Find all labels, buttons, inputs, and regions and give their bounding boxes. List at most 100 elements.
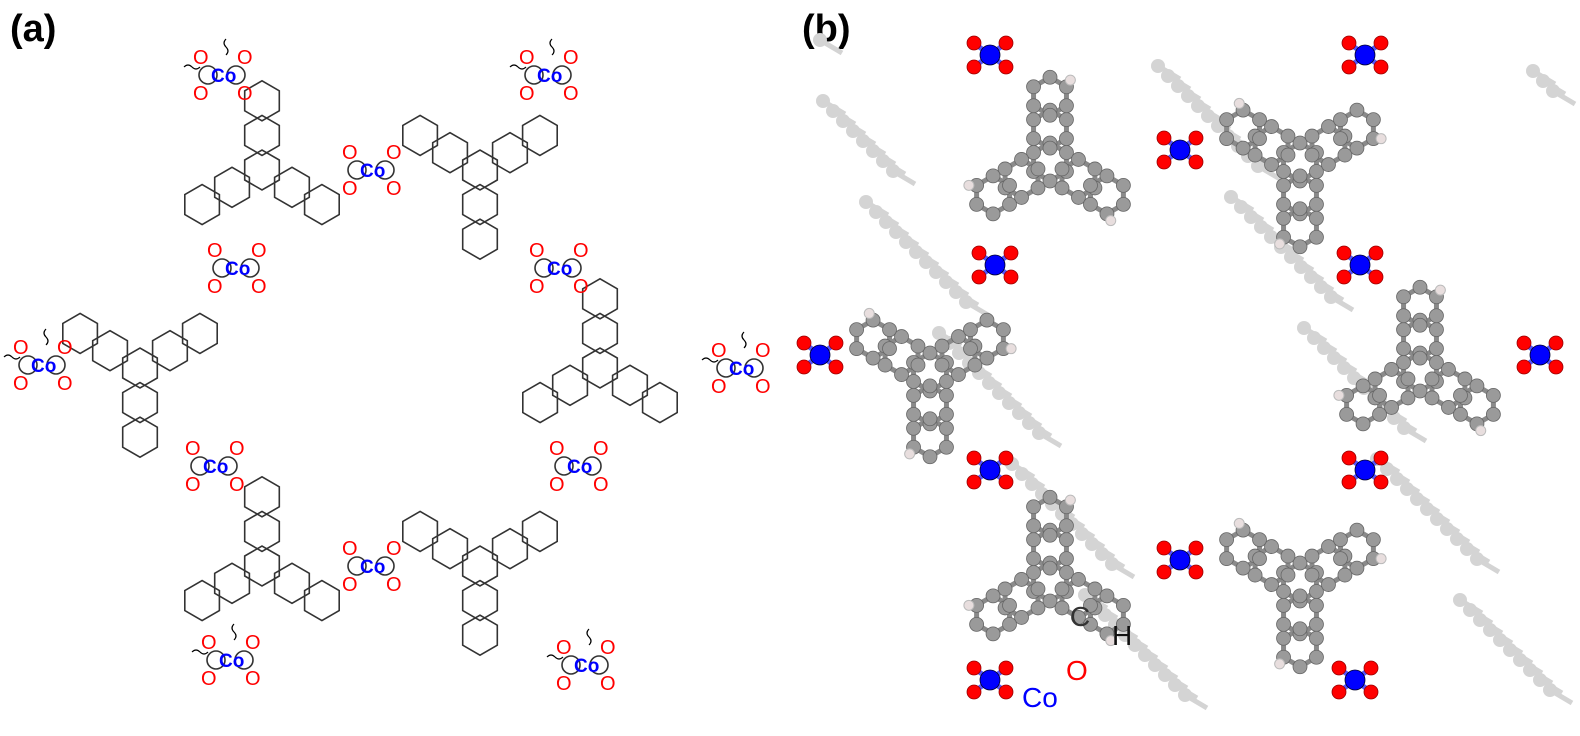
carbon-atom [1349, 140, 1365, 156]
carbon-atom [967, 357, 983, 373]
hydrogen-atom [1064, 74, 1076, 86]
benzene-ring [581, 312, 619, 355]
chelate-ring [212, 258, 232, 278]
carbon-atom [1309, 649, 1324, 665]
benzene-ring [61, 312, 99, 355]
carbon-atom [1002, 616, 1017, 632]
cobalt-atom [979, 669, 1001, 691]
carbon-atom [1059, 112, 1074, 128]
carbon-atom [1441, 362, 1456, 377]
carbon-atom [1042, 107, 1058, 123]
carbon-atom [1042, 140, 1058, 156]
background-bond [1541, 78, 1567, 97]
cobalt-atom-label: Co [567, 457, 592, 478]
background-bond [1153, 662, 1179, 681]
background-bond [874, 209, 900, 228]
background-bond [1010, 461, 1036, 480]
cobalt-atom [984, 254, 1006, 276]
oxygen-atom [966, 450, 982, 466]
oxygen-atom-label: O [519, 47, 535, 69]
carbon-atom [939, 420, 954, 436]
background-bond [1488, 627, 1514, 646]
carbon-atom [849, 322, 865, 338]
background-bond [1037, 430, 1063, 449]
background-bond [1405, 486, 1431, 505]
background-bond [894, 229, 920, 248]
carbon-atom [1355, 416, 1371, 432]
background-bond [1176, 83, 1202, 102]
background-bond [934, 269, 960, 288]
wavy-bond [43, 328, 49, 346]
background-bond [1518, 657, 1544, 676]
carbon-atom [1453, 406, 1468, 422]
carbon-atom [1059, 131, 1074, 147]
carbon-atom [1337, 147, 1353, 163]
carbon-atom [1083, 616, 1098, 632]
carbon-atom [1219, 551, 1235, 567]
background-bond [924, 259, 950, 278]
carbon-atom [939, 387, 954, 403]
carbon-atom [1276, 597, 1291, 613]
carbon-atom [939, 406, 954, 422]
carbon-atom [1083, 597, 1098, 613]
oxygen-atom [1373, 474, 1389, 490]
hydrogen-atom [904, 448, 916, 460]
benzene-ring [461, 545, 499, 587]
carbon-atom [1026, 112, 1041, 128]
oxygen-atom-label: O [237, 47, 253, 69]
cobalt-atom [1529, 344, 1551, 366]
carbon-atom [1349, 560, 1365, 576]
atom-layer [796, 35, 1564, 700]
carbon-atom [1276, 616, 1291, 632]
background-bond [1435, 516, 1461, 535]
carbon-atom [1400, 371, 1416, 387]
background-bond [1196, 103, 1222, 122]
triphenylene-unit [401, 510, 559, 657]
cobalt-atom [1169, 549, 1191, 571]
background-bond [1498, 637, 1524, 656]
oxygen-atom-label: O [229, 438, 245, 460]
chelate-ring [46, 355, 66, 375]
background-bond [1229, 194, 1255, 213]
hydrogen-atom [1475, 425, 1487, 437]
oxygen-atom-label: O [549, 438, 565, 460]
oxygen-atom-label: O [237, 83, 253, 105]
background-bond [1332, 355, 1358, 374]
hydrogen-atom [963, 599, 975, 611]
oxygen-atom [998, 684, 1014, 700]
oxygen-atom-label: O [386, 574, 402, 596]
carbon-atom [969, 616, 985, 632]
background-bond [1123, 632, 1149, 651]
carbon-atom [1264, 119, 1279, 134]
carbon-atom [1042, 489, 1058, 505]
carbon-atom [1280, 128, 1296, 144]
carbon-atom [1026, 79, 1041, 95]
carbon-atom [1304, 128, 1320, 144]
carbon-atom [1042, 69, 1058, 85]
background-bond [1007, 400, 1033, 419]
oxygen-atom-label: O [556, 673, 572, 695]
carbon-atom [894, 329, 909, 344]
cobalt-atom [1349, 254, 1371, 276]
carbon-atom [1469, 378, 1485, 394]
carbon-atom [1333, 532, 1348, 548]
benzene-ring [303, 183, 341, 226]
carbon-atom [1292, 201, 1308, 217]
background-bond [1455, 536, 1481, 555]
background-bond [954, 289, 980, 308]
carbon-atom [1309, 630, 1324, 646]
carbon-atom [1030, 600, 1046, 616]
oxygen-atom [1331, 684, 1347, 700]
benzene-ring [611, 364, 649, 407]
carbon-atom [1309, 177, 1324, 193]
oxygen-atom [1516, 359, 1532, 375]
oxygen-atom-label: O [573, 276, 589, 298]
chelate-ring [552, 65, 572, 85]
carbon-atom [894, 367, 909, 382]
cobalt-atom [979, 459, 1001, 481]
background-bond [1143, 652, 1169, 671]
oxygen-atom-label: O [755, 340, 771, 362]
cobalt-atom-label: Co [537, 66, 562, 87]
background-bond [1329, 294, 1355, 313]
